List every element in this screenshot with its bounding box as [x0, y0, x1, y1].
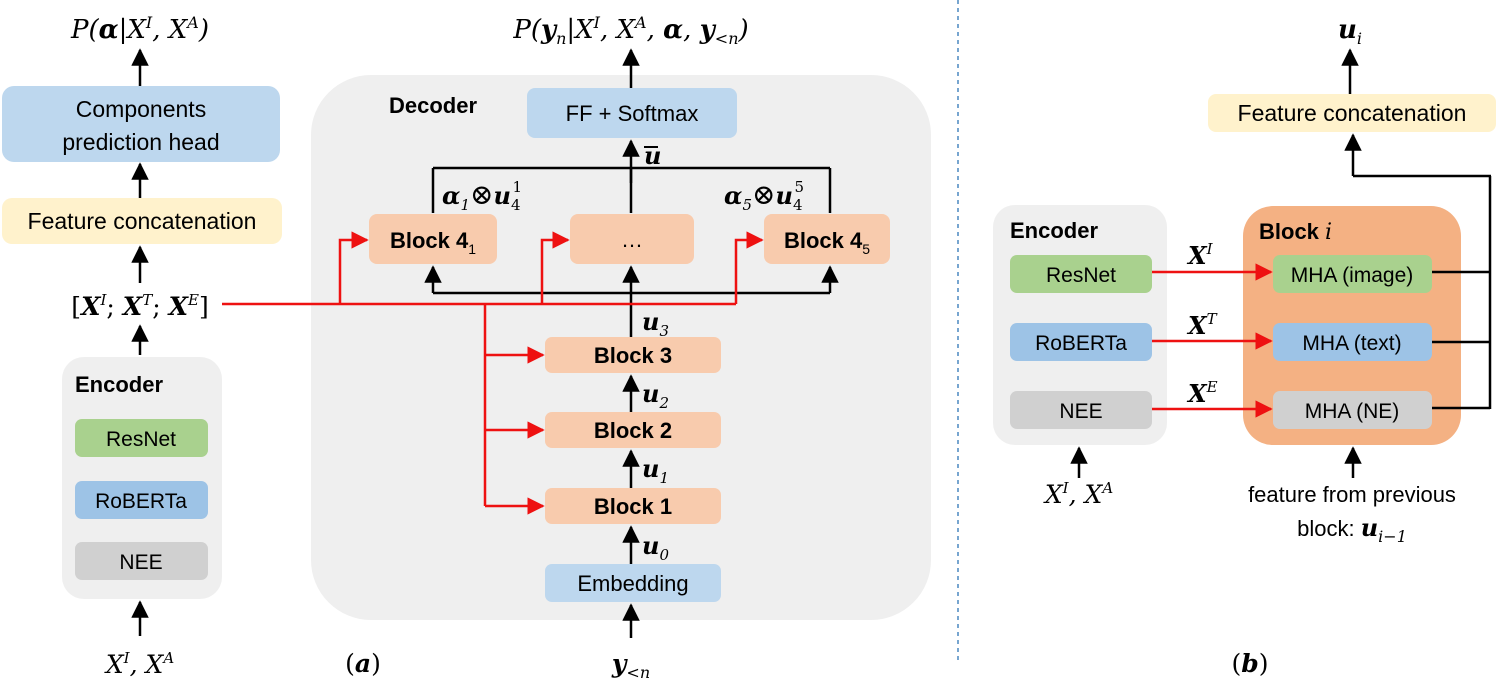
block-4-5-box — [764, 214, 890, 264]
components-prediction-head — [2, 86, 280, 162]
block-i-title: Block i — [1259, 219, 1332, 245]
xi-label: XI — [1186, 240, 1214, 270]
left-output-label: P(α|XI, XA) — [70, 13, 209, 45]
block-3-box — [545, 337, 721, 373]
decoder-output-label: P(yn|XI, XA, α, y<n) — [512, 13, 748, 48]
mha-text-box — [1273, 323, 1432, 361]
head-label-line2: prediction head — [62, 129, 219, 155]
block-3-label: Block 3 — [594, 343, 672, 368]
left-nee-box — [75, 542, 208, 580]
red-feature-routing — [222, 231, 764, 515]
embedding-label: Embedding — [577, 571, 688, 596]
left-encoder-title: Encoder — [75, 372, 163, 397]
left-input-label: XI, XA — [104, 649, 174, 679]
mha-ne-label: MHA (NE) — [1305, 400, 1400, 423]
left-roberta-label: RoBERTa — [95, 490, 187, 513]
block-4-5-label: Block 45 — [784, 228, 870, 257]
u2-label: u2 — [642, 379, 669, 412]
right-nee-box — [1010, 391, 1152, 429]
block-4-dots-box — [570, 214, 694, 264]
decoder-input-label: y<n — [611, 649, 650, 682]
caption-a: (a) — [345, 649, 381, 678]
right-resnet-box — [1010, 255, 1152, 293]
block-2-box — [545, 412, 721, 448]
embedding-box — [545, 564, 721, 602]
block-4-1-box — [369, 214, 497, 264]
right-resnet-label: ResNet — [1046, 264, 1116, 287]
xe-label: XE — [1186, 378, 1218, 408]
mha-image-box — [1273, 255, 1432, 293]
left-resnet-label: ResNet — [106, 428, 176, 451]
left-roberta-box — [75, 481, 208, 519]
right-roberta-label: RoBERTa — [1035, 332, 1127, 355]
u0-label: u0 — [642, 531, 669, 564]
right-feature-concatenation — [1208, 94, 1496, 132]
mha-text-label: MHA (text) — [1302, 332, 1401, 355]
caption-b: (b) — [1231, 649, 1268, 678]
red-arrow-block4-dots — [540, 231, 570, 304]
alpha1-label: α1⊗u41 — [442, 178, 522, 214]
mha-collector-lines — [1344, 133, 1492, 410]
left-nee-label: NEE — [119, 551, 162, 574]
left-encoder-panel — [62, 357, 222, 599]
mha-image-label: MHA (image) — [1291, 264, 1414, 287]
ff-softmax-box — [527, 88, 737, 138]
block-4-1-label: Block 41 — [390, 228, 476, 257]
right-concat-label: Feature concatenation — [1238, 100, 1467, 126]
left-resnet-box — [75, 419, 208, 457]
right-encoder-title: Encoder — [1010, 218, 1098, 243]
right-nee-label: NEE — [1059, 400, 1102, 423]
prev-feature-line1: feature from previous — [1248, 482, 1456, 507]
mha-ne-box — [1273, 391, 1432, 429]
block-4-dots-label: … — [621, 227, 643, 252]
block-1-box — [545, 488, 721, 524]
ubar-label: u — [644, 141, 661, 170]
u3-label: u3 — [642, 307, 669, 340]
head-label-line1: Components — [76, 96, 206, 122]
block-2-label: Block 2 — [594, 418, 672, 443]
right-output-label: ui — [1338, 15, 1362, 48]
alpha5-label: α5⊗u45 — [724, 178, 804, 214]
ff-softmax-label: FF + Softmax — [566, 101, 699, 126]
block-1-label: Block 1 — [594, 494, 672, 519]
right-input-label: XI, XA — [1043, 479, 1113, 509]
left-concat-label: Feature concatenation — [28, 208, 257, 234]
decoder-title: Decoder — [389, 93, 477, 118]
right-roberta-box — [1010, 323, 1152, 361]
features-label: [XI; XT; XE] — [71, 291, 208, 321]
prev-feature-line2: block: ui−1 — [1297, 513, 1407, 546]
u1-label: u1 — [642, 454, 669, 487]
xt-label: XT — [1186, 310, 1218, 340]
red-arrow-block41 — [338, 231, 369, 304]
red-arrow-block45 — [734, 231, 764, 304]
left-feature-concatenation — [2, 198, 282, 244]
